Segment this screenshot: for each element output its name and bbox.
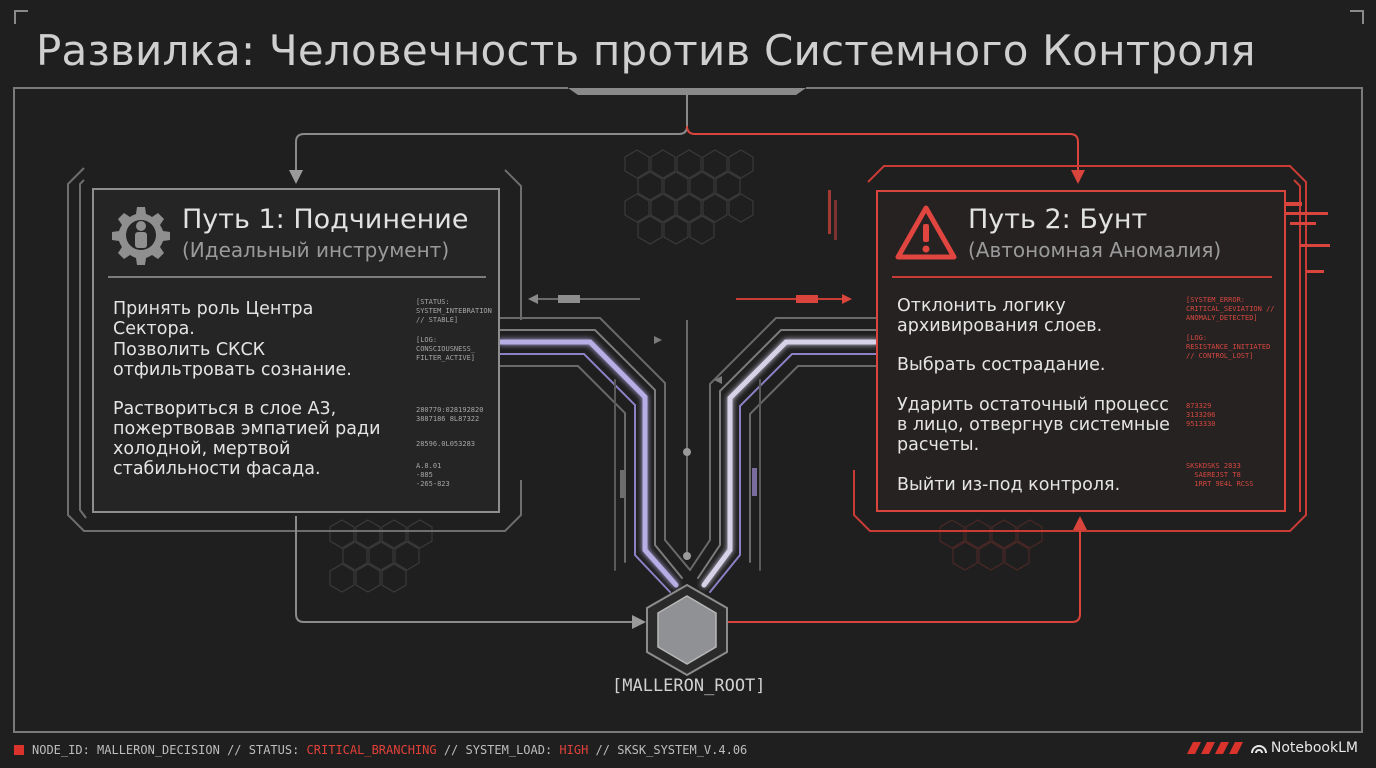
divider — [892, 276, 1272, 278]
root-node[interactable] — [646, 583, 728, 677]
status-suffix: // SKSK_SYSTEM_V.4.06 — [588, 743, 748, 757]
root-node-label: [MALLERON_ROOT] — [612, 676, 766, 696]
notebooklm-logo-icon — [1250, 745, 1267, 754]
hex-pattern — [329, 149, 754, 593]
flow-markers — [528, 294, 852, 498]
list-item: Выбрать сострадание. — [897, 355, 1106, 375]
data-readout: 873329 3133206 9513330 — [1186, 402, 1216, 428]
error-readout: [SYSTEM_ERROR: CRITICAL_SEVIATION // ANO… — [1186, 296, 1275, 322]
arrow-up-right — [1073, 516, 1087, 530]
stripes-icon — [1186, 742, 1243, 754]
status-prefix: NODE_ID: MALLERON_DECISION // STATUS: — [32, 743, 307, 757]
path-title: Путь 1: Подчинение — [182, 204, 469, 235]
path-title: Путь 2: Бунт — [968, 204, 1148, 235]
arrow-down-left — [289, 170, 303, 184]
right-card-bracket — [853, 165, 1307, 532]
list-item: Ударить остаточный процесс в лицо, отвер… — [897, 395, 1170, 455]
center-trace — [683, 320, 691, 560]
brand-badge: NotebookLM — [1186, 740, 1358, 756]
data-readout: A.8.01 -885 -265-823 — [416, 462, 450, 488]
divider — [108, 276, 486, 278]
status-mid: // SYSTEM_LOAD: — [436, 743, 560, 757]
log-readout: [LOG: RESISTANCE_INITIATED // CONTROL_LO… — [1186, 334, 1271, 360]
page-title: Развилка: Человечность против Системного… — [36, 26, 1256, 75]
list-item: Позволить СКСК отфильтровать сознание. — [113, 340, 352, 380]
outer-frame — [13, 87, 1363, 733]
hex-pattern-red — [939, 519, 1043, 571]
corner-mark-top-right — [1350, 10, 1364, 24]
list-item: Принять роль Центра Сектора. — [113, 299, 314, 339]
data-readout: 28596.0L053283 — [416, 440, 476, 448]
status-value: CRITICAL_BRANCHING — [306, 743, 437, 757]
corner-mark-top-left — [14, 10, 28, 24]
list-item: Отклонить логику архивирования слоев. — [897, 296, 1103, 336]
left-return-connector — [295, 516, 636, 623]
hexagon-node-icon — [657, 595, 717, 665]
load-value: HIGH — [559, 743, 589, 757]
list-item: Выйти из-под контроля. — [897, 475, 1121, 495]
left-card-bracket — [67, 167, 522, 532]
path-subtitle: (Идеальный инструмент) — [182, 238, 450, 262]
log-readout: [LOG: CONSCIOUSNESS_ FILTER_ACTIVE] — [416, 336, 476, 362]
path-card-submission[interactable]: Путь 1: Подчинение (Идеальный инструмент… — [92, 188, 500, 513]
list-item: Раствориться в слое А3, пожертвовав эмпа… — [113, 399, 381, 479]
status-square-icon — [14, 745, 24, 755]
warning-triangle-icon — [895, 205, 957, 260]
right-trace-bus — [689, 317, 879, 593]
brand-name: NotebookLM — [1270, 740, 1358, 756]
split-connector — [295, 95, 1079, 178]
left-trace-bus — [497, 317, 691, 593]
arrow-down-right — [1071, 170, 1085, 184]
status-readout: [STATUS: SYSTEM_INTEBRATION // STABLE] — [416, 298, 492, 324]
path-subtitle: (Автономная Аномалия) — [968, 238, 1222, 262]
data-readout: SKSKDSKS 2833 SAEREJST T8 1RRT 9E4L RCSS — [1186, 462, 1254, 488]
right-return-connector — [728, 528, 1081, 623]
status-bar: NODE_ID: MALLERON_DECISION // STATUS: CR… — [14, 743, 747, 757]
gear-person-icon — [112, 207, 170, 265]
arrow-right-into-root — [632, 615, 646, 629]
path-card-rebellion[interactable]: Путь 2: Бунт (Автономная Аномалия) Откло… — [876, 190, 1286, 512]
data-readout: 280770:028192820 3887186 8L87322 — [416, 406, 484, 423]
